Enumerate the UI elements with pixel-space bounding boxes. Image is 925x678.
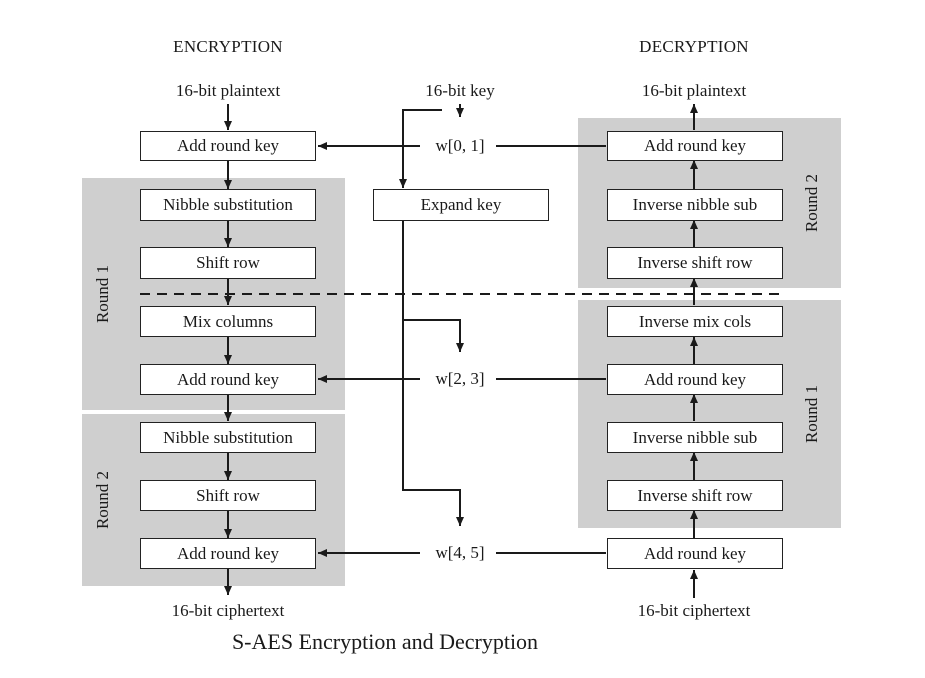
enc-plaintext-label: 16-bit plaintext <box>175 81 281 100</box>
dec-inverse-nibble-sub-1: Inverse nibble sub <box>607 422 783 453</box>
enc-add-round-key-2: Add round key <box>140 538 316 569</box>
w23-label: w[2, 3] <box>430 369 490 389</box>
dec-inverse-mix-cols: Inverse mix cols <box>607 306 783 337</box>
dec-add-round-key-top: Add round key <box>607 131 783 161</box>
key-label: 16-bit key <box>425 81 495 100</box>
expand-key-box: Expand key <box>373 189 549 221</box>
w45-label: w[4, 5] <box>430 543 490 563</box>
dec-plaintext-label: 16-bit plaintext <box>641 81 747 100</box>
figure-caption: S-AES Encryption and Decryption <box>231 629 539 654</box>
enc-ciphertext-label: 16-bit ciphertext <box>171 601 285 620</box>
dec-ciphertext-label: 16-bit ciphertext <box>637 601 751 620</box>
dec-round1-label: Round 1 <box>802 384 821 444</box>
dec-add-round-key-bottom: Add round key <box>607 538 783 569</box>
enc-add-round-key-0: Add round key <box>140 131 316 161</box>
dec-inverse-shift-row-1: Inverse shift row <box>607 480 783 511</box>
dec-inverse-shift-row-2: Inverse shift row <box>607 247 783 279</box>
enc-shift-row-1: Shift row <box>140 247 316 279</box>
enc-shift-row-2: Shift row <box>140 480 316 511</box>
enc-round1-label: Round 1 <box>93 264 112 324</box>
dec-round2-label: Round 2 <box>802 173 821 233</box>
enc-add-round-key-1: Add round key <box>140 364 316 395</box>
enc-nibble-substitution-2: Nibble substitution <box>140 422 316 453</box>
enc-mix-columns: Mix columns <box>140 306 316 337</box>
enc-round2-label: Round 2 <box>93 470 112 530</box>
encryption-header: ENCRYPTION <box>173 37 283 56</box>
dec-add-round-key-mid: Add round key <box>607 364 783 395</box>
dec-inverse-nibble-sub-2: Inverse nibble sub <box>607 189 783 221</box>
enc-nibble-substitution-1: Nibble substitution <box>140 189 316 221</box>
decryption-header: DECRYPTION <box>639 37 749 56</box>
w01-label: w[0, 1] <box>430 136 490 156</box>
